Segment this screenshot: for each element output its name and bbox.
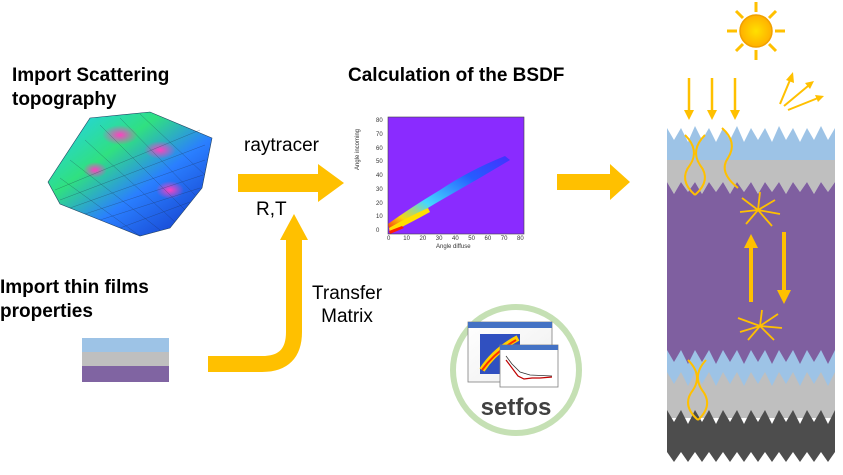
transfer-matrix-label: Transfer Matrix — [312, 282, 382, 328]
bsdf-x-tick: 30 — [435, 236, 443, 242]
bsdf-x-tick: 40 — [452, 236, 459, 242]
import-scattering-line1: Import Scattering — [12, 65, 170, 86]
scattering-topography-surface — [47, 111, 213, 237]
bsdf-y-tick: 60 — [376, 145, 383, 152]
raytracer-arrow — [238, 164, 344, 202]
bsdf-y-tick: 80 — [376, 118, 383, 124]
calc-bsdf-label: Calculation of the BSDF — [348, 65, 565, 86]
import-scattering-line2: topography — [12, 89, 117, 110]
bsdf-x-tick: 70 — [500, 236, 508, 242]
scattered-light-arrows — [779, 72, 824, 111]
internal-reflection-arrows — [744, 232, 791, 304]
bsdf-ylabel: Angle incoming — [355, 128, 361, 170]
raytracer-label: raytracer — [244, 135, 319, 156]
thin-film-stack — [82, 338, 169, 382]
import-scattering-label: Import Scattering topography — [12, 64, 169, 112]
setfos-logo — [450, 304, 582, 436]
incoming-light-arrows — [684, 78, 740, 120]
bsdf-x-tick: 10 — [403, 236, 410, 242]
bsdf-x-tick: 80 — [517, 236, 524, 242]
bsdf-x-tick: 60 — [484, 236, 492, 242]
transfer-matrix-arrow — [208, 238, 302, 372]
rt-label: R,T — [256, 199, 287, 220]
scatter-burst-top — [739, 191, 781, 227]
bsdf-y-tick: 30 — [376, 186, 383, 193]
sun-icon — [727, 2, 785, 60]
bsdf-y-tick: 40 — [376, 173, 383, 179]
bsdf-plot — [387, 116, 525, 235]
bsdf-x-tick: 0 — [387, 236, 391, 242]
bsdf-to-cell-arrow — [557, 164, 630, 200]
setfos-wordmark: setfos — [480, 394, 552, 421]
bsdf-x-tick: 20 — [419, 236, 427, 242]
bsdf-y-tick: 20 — [376, 200, 383, 207]
bsdf-y-tick: 0 — [376, 228, 380, 234]
import-thin-line1: Import thin films — [0, 277, 149, 298]
wavy-light-paths — [684, 127, 739, 421]
import-thin-line2: properties — [0, 301, 93, 322]
bsdf-x-tick: 50 — [468, 236, 475, 242]
bsdf-y-tick: 50 — [376, 159, 383, 166]
bsdf-y-tick: 10 — [376, 214, 383, 221]
bsdf-xlabel: Angle diffuse — [436, 244, 471, 250]
bsdf-y-tick: 70 — [376, 131, 383, 138]
transfer-line2: Matrix — [321, 306, 373, 327]
scatter-burst-bottom — [737, 309, 783, 341]
import-thin-films-label: Import thin films properties — [0, 276, 149, 324]
transfer-line1: Transfer — [312, 283, 383, 304]
